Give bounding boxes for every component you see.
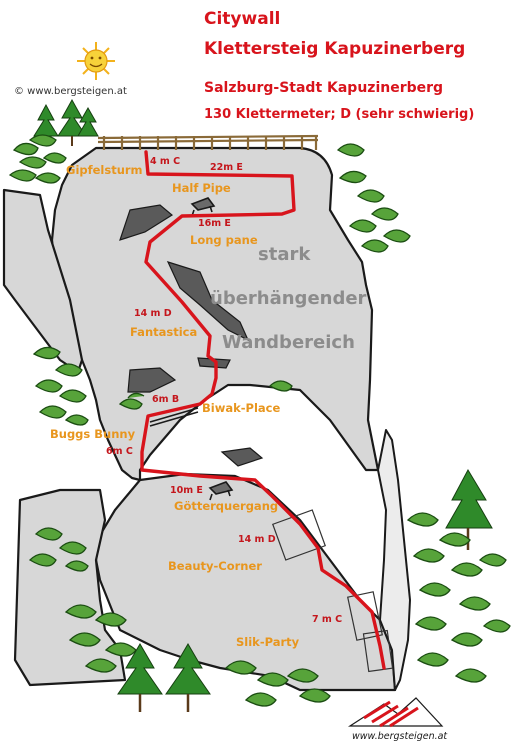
tree-icon <box>117 643 211 712</box>
vegetation <box>8 98 511 712</box>
section-fantastica: Fantastica <box>130 325 197 339</box>
bush-cluster <box>406 468 511 683</box>
bush-cluster <box>64 604 331 707</box>
right-pillar <box>377 429 411 691</box>
pitch-grade: 7 m C <box>312 614 342 625</box>
bush-cluster <box>118 380 293 410</box>
section-slik-party: Slik-Party <box>236 635 300 649</box>
section-long-pane: Long pane <box>190 233 258 247</box>
pitch-grade: 22m E <box>210 162 243 173</box>
overhang-shadow <box>166 261 250 342</box>
title-line1: Citywall <box>204 9 280 29</box>
bush-cluster <box>8 134 67 184</box>
pitch-grade: 16m E <box>198 218 231 229</box>
mountain-logo-icon <box>347 697 444 728</box>
location-text: Salzburg-Stadt Kapuzinerberg <box>204 80 443 96</box>
pitch-grade: 4 m C <box>150 156 180 167</box>
bush-cluster <box>28 527 89 572</box>
overhang-shadow <box>220 447 264 467</box>
section-beauty-corner: Beauty-Corner <box>168 559 262 573</box>
sun-icon <box>77 42 115 80</box>
route-line <box>140 150 386 670</box>
bench-icon <box>208 481 234 501</box>
pitch-grade: 14 m D <box>238 534 276 545</box>
stats-text: 130 Klettermeter; D (sehr schwierig) <box>204 107 474 122</box>
tree-icon <box>33 98 99 146</box>
overhang-shadow <box>197 357 231 369</box>
bench-icon <box>190 197 216 217</box>
footer-logo-text: www.bergsteigen.at <box>352 731 448 742</box>
pitch-grade: 6m B <box>152 394 179 405</box>
pitch-grade: 6m C <box>106 446 133 457</box>
overhang-shadow <box>127 367 177 393</box>
section-buggs-bunny: Buggs Bunny <box>50 427 136 441</box>
hold-outline <box>346 591 384 641</box>
section-goetterquergang: Götterquergang <box>174 499 278 513</box>
wall-label-wandbereich: Wandbereich <box>222 332 355 353</box>
bush-cluster <box>32 346 89 426</box>
section-biwak-place: Biwak-Place <box>202 401 280 415</box>
pitch-grade: 10m E <box>170 485 203 496</box>
copyright-text: © www.bergsteigen.at <box>14 86 127 97</box>
section-half-pipe: Half Pipe <box>172 181 231 195</box>
pitch-grade: 14 m D <box>134 308 172 319</box>
title-line2: Klettersteig Kapuzinerberg <box>204 39 465 59</box>
bush-cluster <box>336 143 411 253</box>
overhang-shadow <box>119 204 174 241</box>
rock-faces <box>2 146 411 692</box>
section-gipfelsturm: Gipfelsturm <box>66 163 143 177</box>
wall-label-ueberhaengender: überhängender <box>210 288 367 309</box>
railing-icon <box>97 134 319 150</box>
wall-label-stark: stark <box>258 244 311 265</box>
biwak-ledge <box>149 407 199 427</box>
